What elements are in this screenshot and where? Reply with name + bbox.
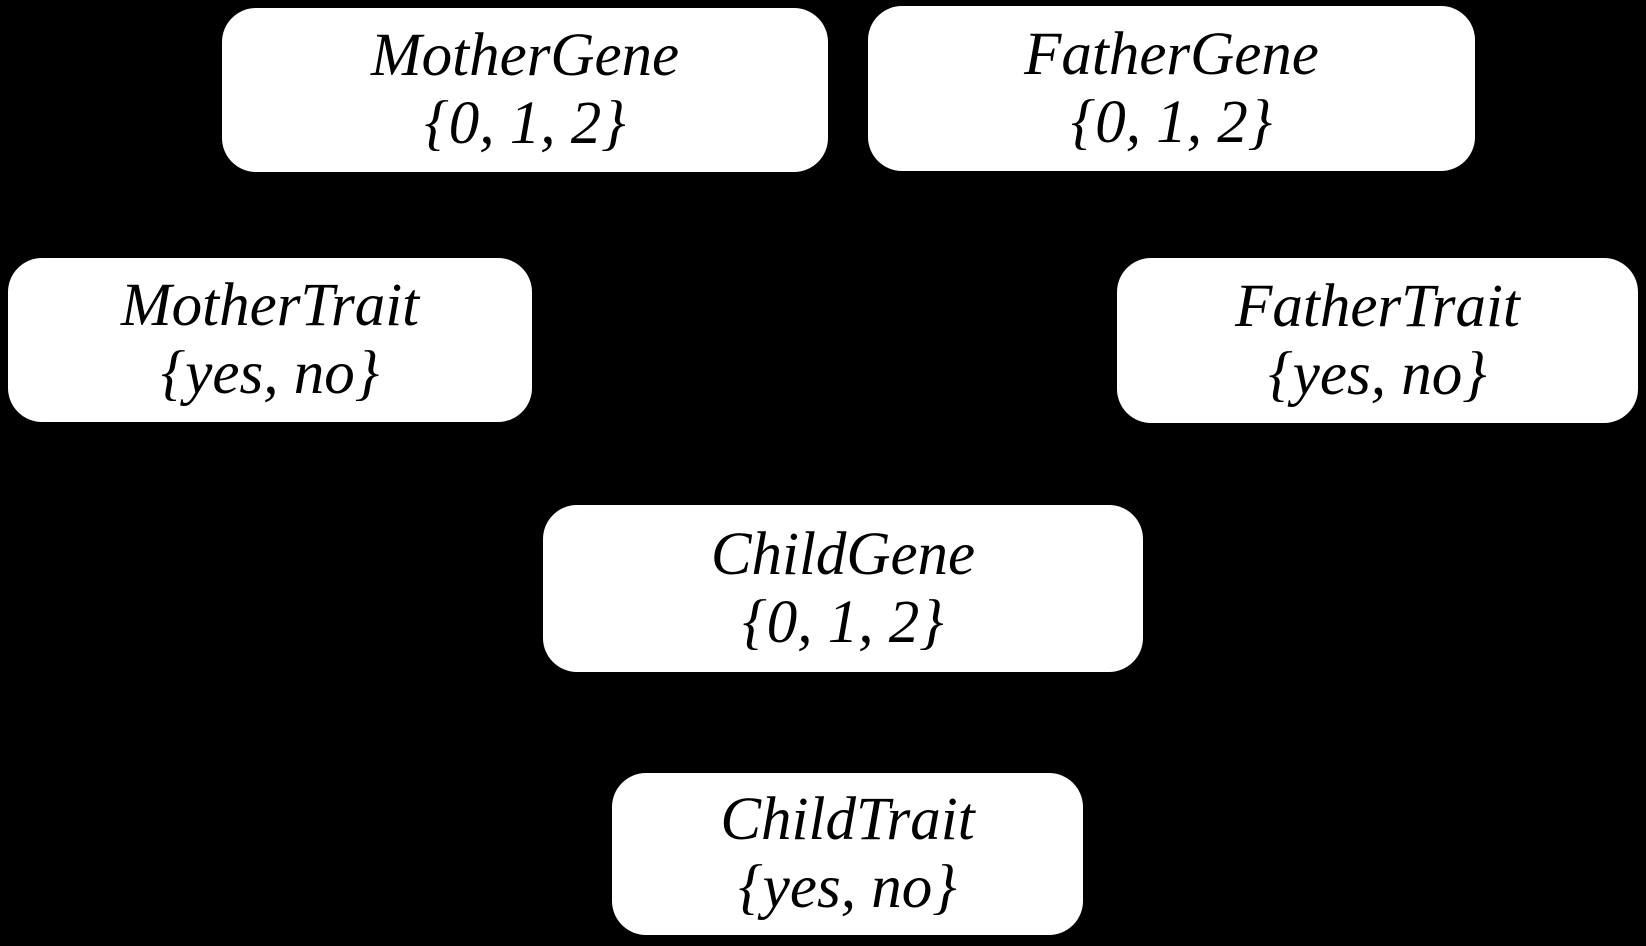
node-father-gene-label: FatherGene (1024, 20, 1319, 88)
node-father-gene: FatherGene {0, 1, 2} (868, 6, 1475, 171)
node-child-gene: ChildGene {0, 1, 2} (543, 505, 1143, 672)
node-child-trait: ChildTrait {yes, no} (612, 773, 1083, 935)
node-father-trait: FatherTrait {yes, no} (1117, 258, 1638, 423)
node-child-gene-domain: {0, 1, 2} (742, 588, 944, 656)
node-mother-gene: MotherGene {0, 1, 2} (222, 8, 828, 172)
node-mother-gene-domain: {0, 1, 2} (424, 90, 626, 157)
node-child-trait-domain: {yes, no} (738, 854, 957, 921)
node-father-gene-domain: {0, 1, 2} (1070, 88, 1273, 156)
node-child-gene-label: ChildGene (710, 520, 976, 588)
node-father-trait-domain: {yes, no} (1268, 340, 1487, 408)
node-mother-trait-domain: {yes, no} (160, 340, 380, 407)
node-mother-trait: MotherTrait {yes, no} (8, 258, 532, 422)
node-mother-trait-label: MotherTrait (120, 272, 420, 339)
node-child-trait-label: ChildTrait (720, 786, 975, 853)
node-mother-gene-label: MotherGene (370, 22, 680, 89)
node-father-trait-label: FatherTrait (1235, 272, 1520, 340)
